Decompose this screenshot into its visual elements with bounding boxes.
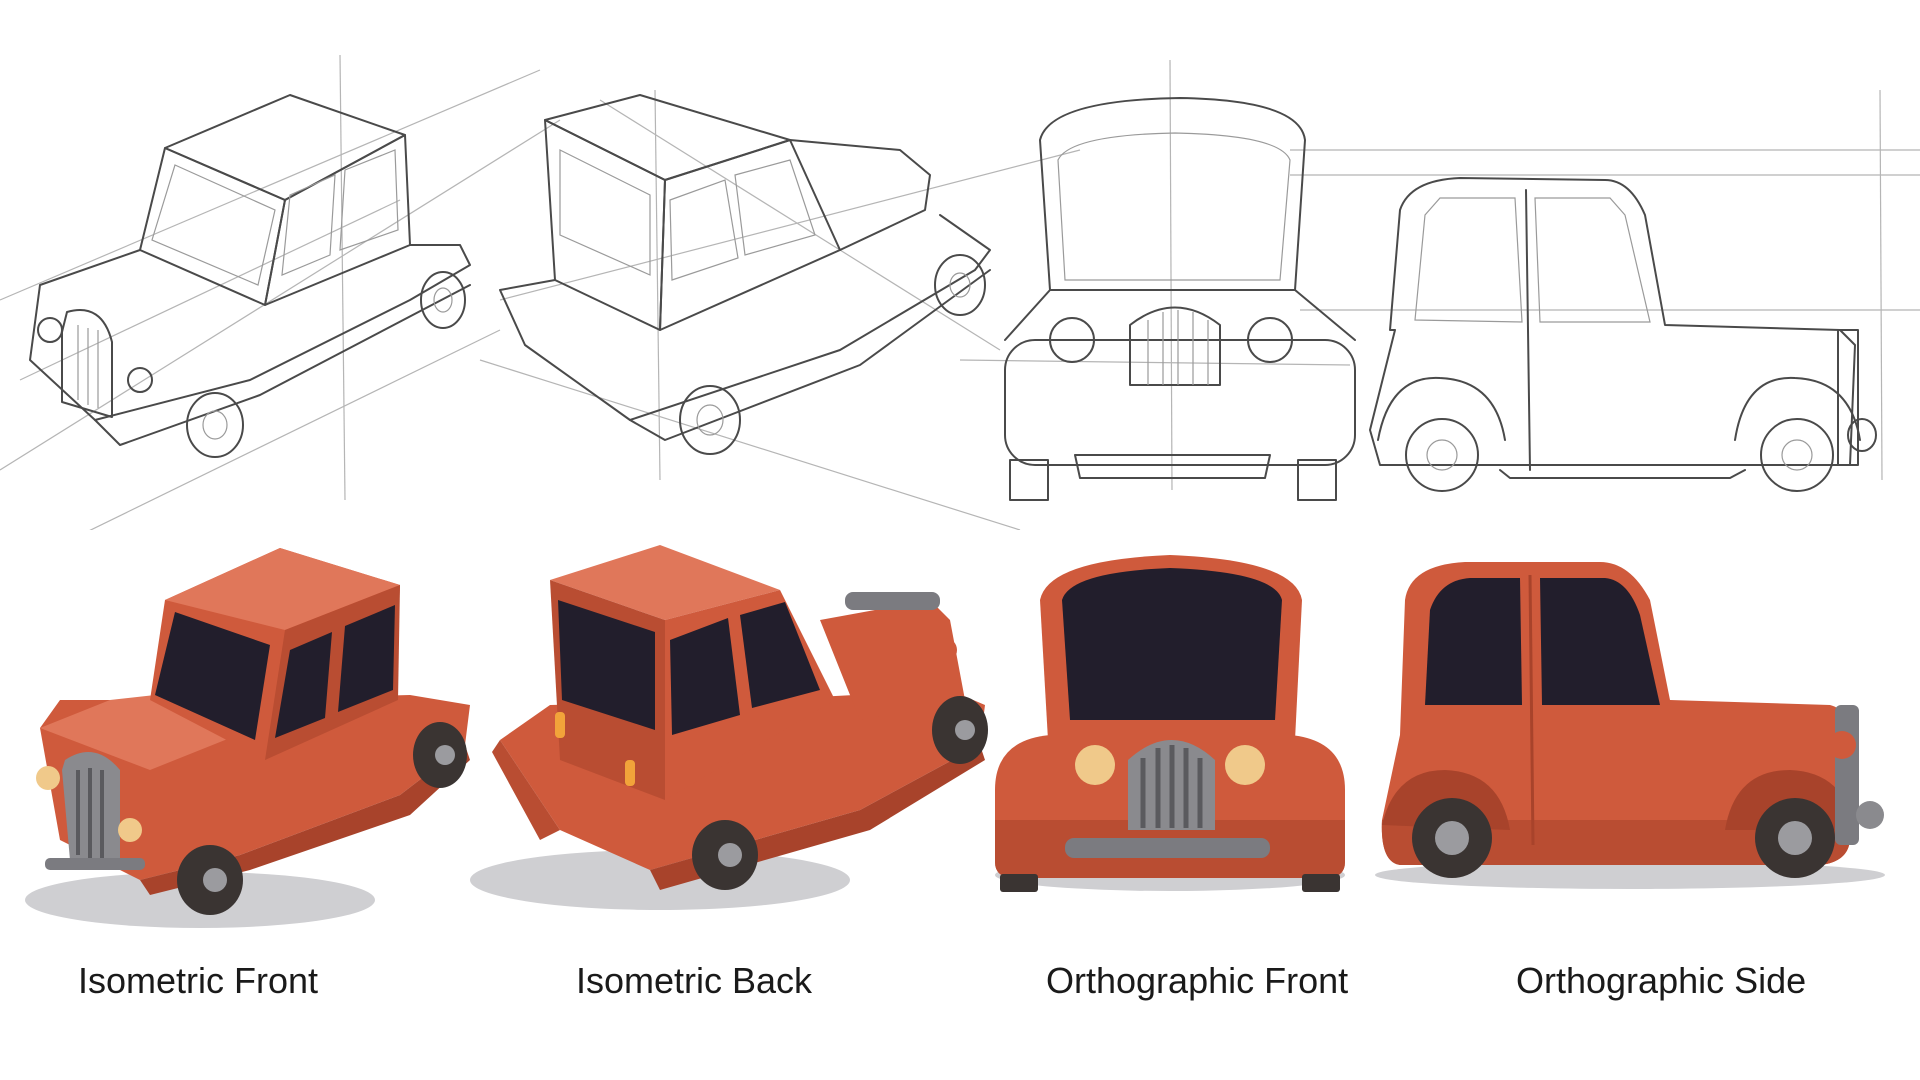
rear-bumper <box>845 592 940 610</box>
sketch-isometric-front <box>29 94 471 458</box>
headlight-icon <box>118 818 142 842</box>
construction-guides <box>0 54 1920 530</box>
indicator-icon <box>625 760 635 786</box>
headlight-icon <box>1828 731 1856 759</box>
headlight-icon <box>1225 745 1265 785</box>
label-orthographic-side: Orthographic Side <box>1516 960 1807 1001</box>
label-orthographic-front: Orthographic Front <box>1046 960 1349 1001</box>
sketch-row <box>0 54 1920 530</box>
sketch-orthographic-front <box>1004 97 1356 501</box>
sketch-isometric-back <box>499 94 991 455</box>
rear-bumper <box>1835 705 1859 845</box>
label-isometric-back: Isometric Back <box>576 960 813 1001</box>
render-orthographic-front <box>995 555 1345 892</box>
wheel <box>1000 874 1038 892</box>
front-bumper <box>1065 838 1270 858</box>
wheel <box>1302 874 1340 892</box>
render-orthographic-side <box>1375 562 1885 889</box>
render-isometric-front <box>25 548 470 928</box>
render-row <box>25 545 1885 928</box>
sketch-orthographic-side <box>1369 177 1877 492</box>
label-isometric-front: Isometric Front <box>78 960 319 1001</box>
render-isometric-back <box>470 545 988 910</box>
indicator-icon <box>555 712 565 738</box>
car-shadow <box>1375 861 1885 889</box>
headlight-icon <box>36 766 60 790</box>
headlight-icon <box>1075 745 1115 785</box>
